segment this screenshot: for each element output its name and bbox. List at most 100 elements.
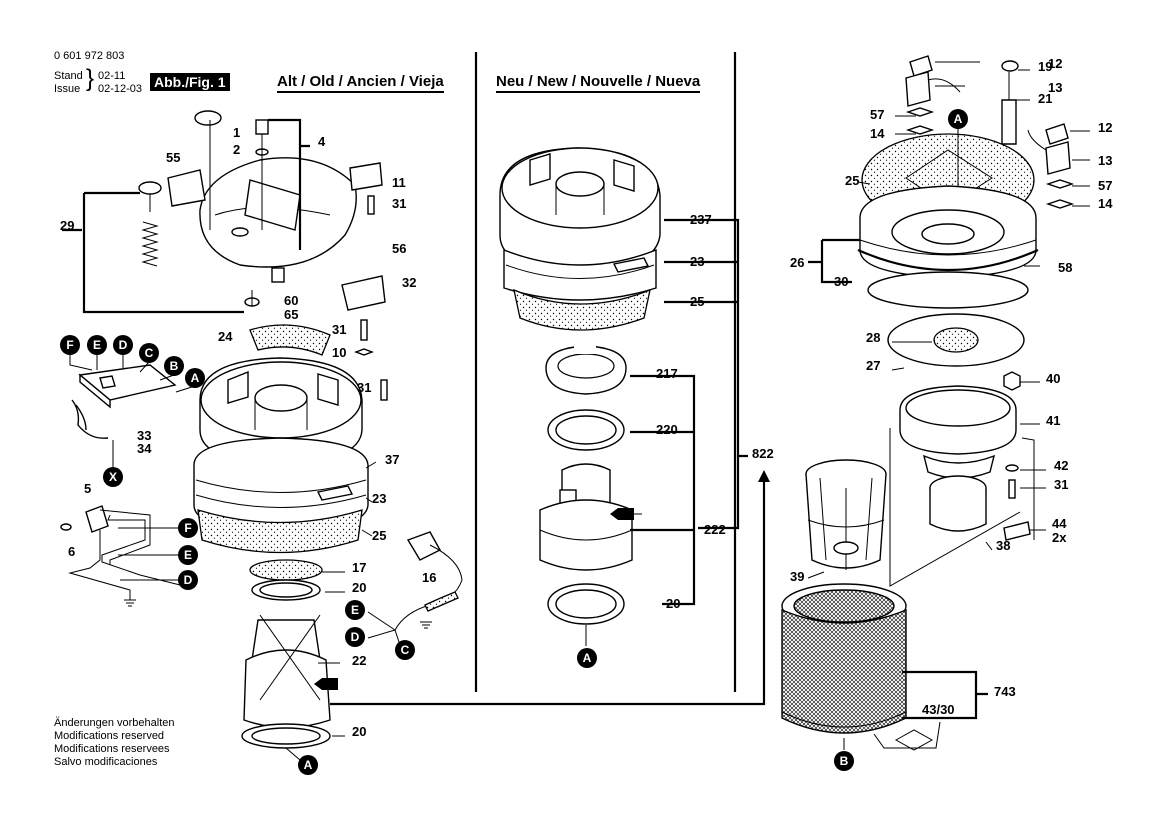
part-number-label: 22 (352, 653, 366, 668)
part-number-label: 10 (332, 345, 346, 360)
part-number-label: 32 (402, 275, 416, 290)
connector-line (330, 474, 766, 706)
part-number-label: 44 (1052, 516, 1067, 531)
marker-d: D (178, 570, 198, 590)
marker-x: X (103, 467, 123, 487)
new-brackets (630, 218, 748, 606)
marker-e: E (345, 600, 365, 620)
footer-line: Modifications reservees (54, 743, 170, 755)
brace: } (86, 65, 95, 92)
part-number-label: 1 (233, 125, 240, 140)
svg-text:F: F (184, 521, 191, 535)
figure-label: Abb./Fig. 1 (150, 73, 230, 91)
part-number-label: 217 (656, 366, 678, 381)
part-number-label: 65 (284, 307, 298, 322)
part-number-label: 2 (233, 142, 240, 157)
marker-c: C (395, 640, 415, 660)
part-number-label: 28 (866, 330, 880, 345)
svg-text:X: X (109, 470, 117, 484)
stand-date: 02-11 (98, 70, 126, 82)
part-number-label: 56 (392, 241, 406, 256)
part-number-label: 743 (994, 684, 1016, 699)
part-number-label: 4 (318, 134, 326, 149)
part-number-label: 57 (870, 107, 884, 122)
part-number-label: 57 (1098, 178, 1112, 193)
part-number-label: 13 (1048, 80, 1062, 95)
old-filter-band (249, 319, 388, 401)
old-wiring (60, 505, 182, 607)
part-number-label: 31 (392, 196, 406, 211)
marker-e: E (178, 545, 198, 565)
part-number-label: 24 (218, 329, 233, 344)
part-number-label: 25 (372, 528, 386, 543)
part-number-label: 14 (1098, 196, 1113, 211)
part-number-label: 13 (1098, 153, 1112, 168)
part-number-label: 33 (137, 428, 151, 443)
part-number-label: 29 (60, 218, 74, 233)
part-number-label: 220 (656, 422, 678, 437)
new-motor-housing (499, 147, 661, 331)
part-number-label: 23 (690, 254, 704, 269)
footer-line: Modifications reserved (54, 730, 165, 742)
old-header: Alt / Old / Ancien / Vieja (277, 73, 444, 93)
old-lid-assembly (62, 110, 386, 314)
new-cage (805, 459, 887, 579)
part-number-label: 31 (1054, 477, 1068, 492)
svg-text:A: A (191, 371, 200, 385)
part-number-label: 822 (752, 446, 774, 461)
old-pcb (69, 355, 196, 467)
new-filter-disc (887, 313, 1025, 371)
part-number-label: 31 (357, 380, 371, 395)
part-number-label: 26 (790, 255, 804, 270)
svg-text:B: B (170, 359, 179, 373)
svg-text:F: F (66, 338, 73, 352)
part-number-label: 25 (845, 173, 859, 188)
footer-line: Salvo modificaciones (54, 756, 158, 768)
new-lower-stack (539, 340, 642, 646)
marker-a: A (577, 648, 597, 668)
part-number-label: 37 (385, 452, 399, 467)
marker-a: A (185, 368, 205, 388)
part-number-label: 30 (834, 274, 848, 289)
part-number-label: 19 (1038, 59, 1052, 74)
new-switch-parts (895, 55, 1090, 209)
part-number-label: 58 (1058, 260, 1072, 275)
part-number-label: 55 (166, 150, 180, 165)
part-number-label: 14 (870, 126, 885, 141)
part-number-label: 12 (1098, 120, 1112, 135)
marker-d: D (345, 627, 365, 647)
part-number-label: 60 (284, 293, 298, 308)
part-number-label: 41 (1046, 413, 1060, 428)
part-number-label: 42 (1054, 458, 1068, 473)
stand-label: Stand (54, 70, 83, 82)
part-number-label: 5 (84, 481, 91, 496)
old-motor-housing (193, 357, 377, 554)
part-number-label: 237 (690, 212, 712, 227)
part-number-label: 6 (68, 544, 75, 559)
part-number-label: 12 (1048, 56, 1062, 71)
new-basket-holder (889, 371, 1046, 587)
marker-a: A (948, 109, 968, 129)
part-number-label: 20 (352, 724, 366, 739)
marker-c: C (139, 343, 159, 363)
svg-text:A: A (954, 112, 963, 126)
marker-b: B (164, 356, 184, 376)
marker-f: F (178, 518, 198, 538)
old-cable (367, 531, 463, 646)
marker-e: E (87, 335, 107, 355)
part-number-label: 21 (1038, 91, 1052, 106)
part-number-label: 38 (996, 538, 1010, 553)
issue-label: Issue (54, 83, 81, 95)
svg-text:D: D (184, 573, 193, 587)
part-number-label: 222 (704, 522, 726, 537)
footer-line: Änderungen vorbehalten (54, 717, 175, 729)
marker-d: D (113, 335, 133, 355)
old-lower-stack (241, 559, 345, 761)
part-number-label: 43/30 (922, 702, 955, 717)
svg-text:C: C (145, 346, 154, 360)
part-number-label: 25 (690, 294, 704, 309)
part-number-label: 17 (352, 560, 366, 575)
